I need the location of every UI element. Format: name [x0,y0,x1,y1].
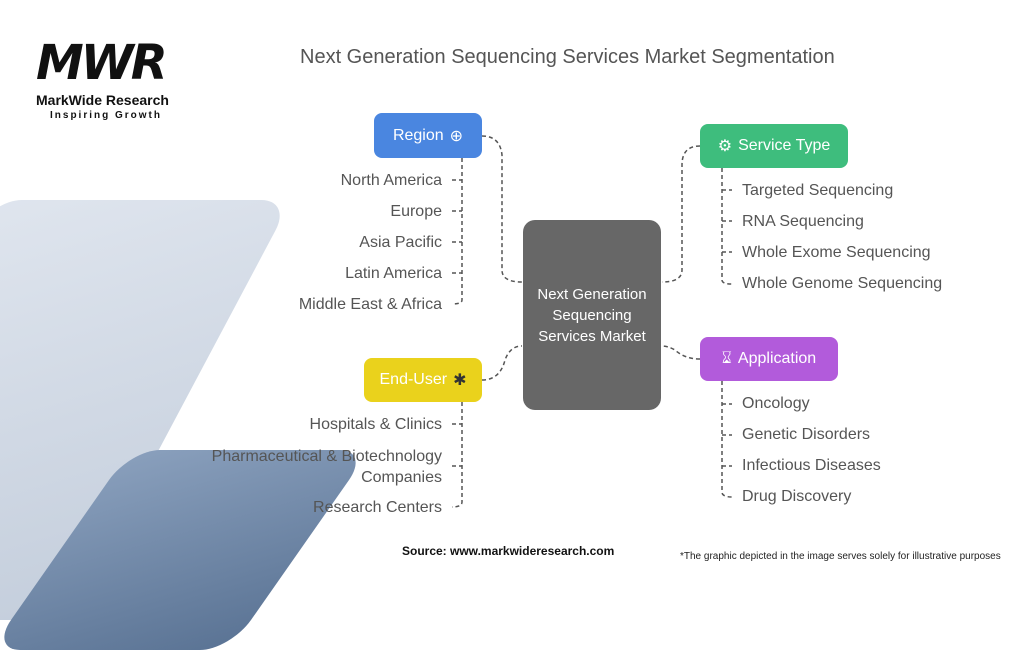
hand-gear-icon: ⚙ [717,138,733,155]
page-title: Next Generation Sequencing Services Mark… [300,46,835,68]
application-item: Drug Discovery [742,488,852,505]
region-item: Europe [390,203,442,220]
region-item: North America [340,172,442,189]
hand-hourglass-icon: ⌛︎ [721,350,732,367]
service-item: Whole Exome Sequencing [742,244,931,261]
end-user-item: Hospitals & Clinics [309,416,442,433]
service-type-node: ⚙ Service Type [700,124,848,168]
region-item: Asia Pacific [359,234,442,251]
source-text: Source: www.markwideresearch.com [402,544,615,558]
region-item: Latin America [345,265,442,282]
logo-brand: MarkWide Research [36,92,169,108]
network-icon: ✱ [453,372,467,389]
end-user-node: End-User ✱ [364,358,482,402]
application-item: Genetic Disorders [742,426,871,443]
disclaimer-text: *The graphic depicted in the image serve… [680,551,1001,562]
application-label: Application [737,350,817,367]
end-user-item: Pharmaceutical & Biotechnology Companies [211,448,442,486]
end-user-label: End-User [379,371,448,388]
service-item: Targeted Sequencing [742,182,894,199]
service-item: Whole Genome Sequencing [742,275,943,292]
logo-mark: MWR [36,35,168,91]
application-item: Infectious Diseases [742,457,881,474]
globe-icon: ⊕ [449,127,464,145]
application-item: Oncology [742,395,810,412]
service-type-label: Service Type [738,137,831,154]
connectors [451,135,733,508]
application-node: ⌛︎ Application [700,337,838,381]
logo-tagline: Inspiring Growth [50,110,162,121]
end-user-item: Research Centers [313,499,442,516]
region-label: Region [392,126,444,144]
logo: MWR MarkWide Research Inspiring Growth [36,34,196,122]
service-item: RNA Sequencing [742,213,864,230]
center-node: Next Generation Sequencing Services Mark… [523,220,661,410]
region-node: Region ⊕ [374,113,482,158]
region-item: Middle East & Africa [298,296,442,313]
